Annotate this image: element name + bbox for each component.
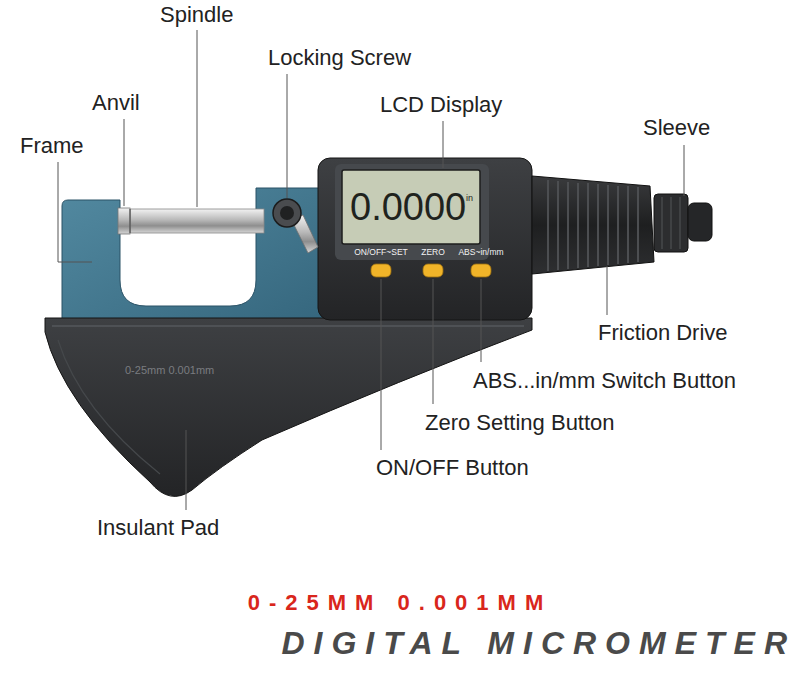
- lock-screw: [273, 199, 301, 227]
- part-label: Frame: [20, 133, 84, 158]
- button-caption: ON/OFF~SET: [354, 248, 408, 258]
- leader-line: [481, 279, 482, 362]
- thimble: [532, 176, 654, 274]
- part-label: Zero Setting Button: [425, 410, 615, 435]
- part-label: Locking Screw: [268, 45, 411, 70]
- leader-line: [186, 430, 187, 510]
- product-title: DIGITAL MICROMETER: [281, 625, 796, 662]
- part-label: Sleeve: [643, 115, 710, 140]
- button-caption: ZERO: [421, 248, 445, 258]
- leader-line: [684, 145, 685, 196]
- leader-lines: [58, 30, 684, 510]
- ratchet-ridges: [662, 197, 680, 249]
- lcd-screen: [342, 170, 480, 244]
- pad-bevel: [52, 325, 524, 327]
- spindle-rod: [130, 209, 264, 233]
- pad-bevel: [58, 340, 160, 474]
- frame-shape: [62, 188, 330, 332]
- ratchet-knob: [688, 203, 712, 241]
- part-label: ABS...in/mm Switch Button: [473, 368, 736, 393]
- leader-line: [197, 30, 198, 207]
- anvil-rod: [118, 208, 130, 234]
- lock-screw-core: [280, 206, 294, 220]
- lcd-reading: 0.0000: [350, 186, 466, 230]
- leader-line: [381, 279, 382, 450]
- leader-line: [58, 162, 92, 262]
- part-label: ON/OFF Button: [376, 455, 529, 480]
- part-label: Spindle: [160, 2, 233, 27]
- measuring-gap: [129, 209, 130, 233]
- insulant-pad-shape: [45, 318, 532, 496]
- leader-line: [607, 266, 608, 315]
- part-label: LCD Display: [380, 92, 502, 117]
- part-label: Insulant Pad: [97, 515, 219, 540]
- leader-line: [124, 119, 125, 206]
- leader-line: [287, 74, 288, 198]
- button: [423, 264, 443, 277]
- leader-line: [433, 279, 434, 404]
- part-label: Anvil: [92, 90, 140, 115]
- button: [371, 264, 391, 277]
- display-bezel: [335, 164, 489, 260]
- button: [471, 264, 491, 277]
- leader-line: [443, 121, 444, 168]
- range-engraving: 0-25mm 0.001mm: [125, 364, 214, 377]
- spec-label: 0-25MM 0.001MM: [248, 590, 553, 615]
- lcd-unit: in: [466, 193, 473, 203]
- display-housing: [318, 158, 532, 320]
- part-label: Friction Drive: [598, 320, 728, 345]
- knurling: [548, 180, 638, 271]
- ratchet: [654, 194, 688, 252]
- button-caption: ABS~in/mm: [458, 248, 503, 258]
